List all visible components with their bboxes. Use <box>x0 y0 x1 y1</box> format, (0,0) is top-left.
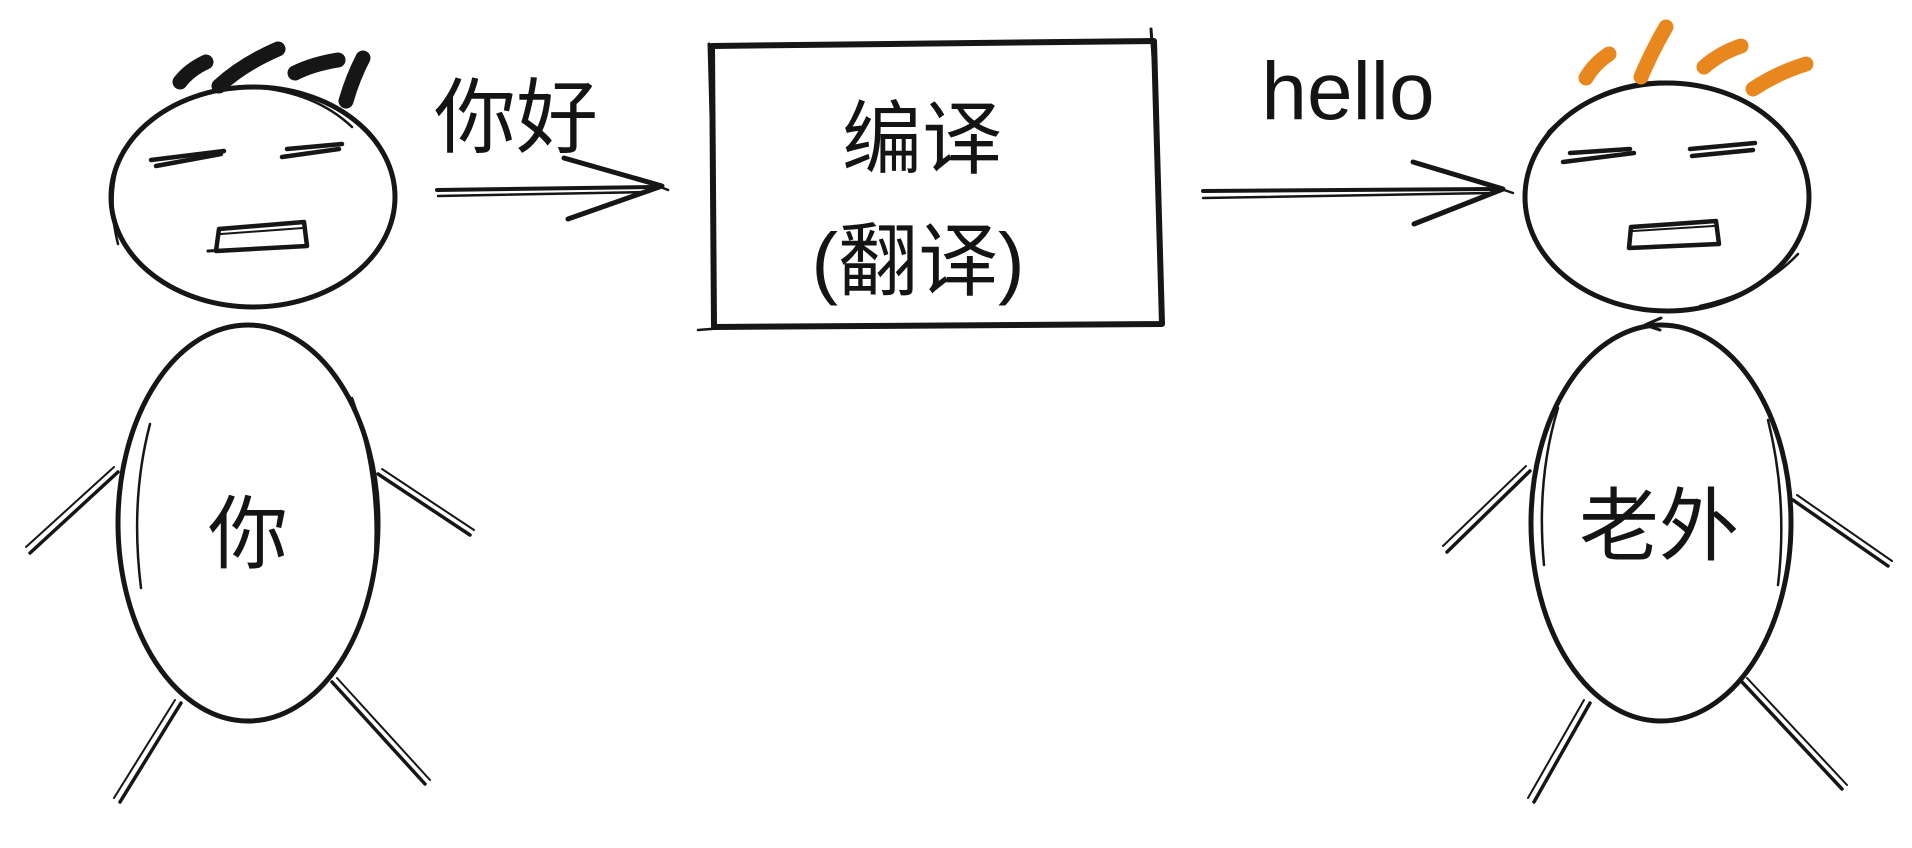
left-person-right-arm <box>376 472 472 537</box>
left-person-left-leg-double <box>113 699 176 799</box>
left-person-left-arm <box>28 470 120 555</box>
arrow-shaft <box>435 185 657 192</box>
right-hair-strokes-icon <box>1578 19 1814 97</box>
right-person-right-leg <box>1740 680 1844 791</box>
left-person-head <box>108 41 398 310</box>
right-body-sketch-line <box>1540 406 1560 567</box>
right-person <box>1442 19 1893 804</box>
arrow-tip-flick <box>646 180 670 192</box>
translator-box <box>696 27 1165 332</box>
mouth-rect <box>1626 218 1722 251</box>
hair-stroke <box>1745 56 1814 97</box>
right-body-neck-doodle <box>1643 316 1663 332</box>
translator-box-line2: (翻译) <box>811 217 1024 306</box>
mouth-rect <box>213 219 310 254</box>
left-person-right-leg <box>330 680 427 786</box>
left-body-sketch-line2 <box>135 422 152 590</box>
left-person-right-arm-double <box>381 468 475 531</box>
eye-line <box>1567 146 1633 156</box>
arrow-box-to-right-icon <box>1201 159 1515 227</box>
left-person-left-arm-double <box>25 466 115 548</box>
right-person-left-leg <box>1532 701 1592 804</box>
eye-line <box>153 151 224 169</box>
box-corner-overshoot <box>1149 27 1158 102</box>
right-head-sketch-line <box>1546 80 1686 134</box>
arrow-head <box>561 155 665 222</box>
box-outline <box>709 38 1165 330</box>
mouth-sketch-line <box>1632 225 1715 232</box>
left-person-right-leg-double <box>336 677 431 781</box>
right-person-body <box>1442 316 1893 804</box>
hair-stroke <box>1633 19 1674 85</box>
mouth-sketch-line <box>220 227 304 235</box>
hair-stroke <box>1696 38 1749 75</box>
right-body-sketch-line2 <box>1766 418 1783 587</box>
right-person-right-arm <box>1791 498 1890 568</box>
arrow-tip-flick <box>1484 182 1515 195</box>
mouth-tick <box>206 248 228 253</box>
arrow-shaft <box>1201 187 1495 193</box>
arrow-shaft-double <box>436 190 651 198</box>
eye-line <box>148 148 227 163</box>
arrow-shaft-double <box>1201 191 1492 200</box>
right-person-left-leg-double <box>1527 699 1585 799</box>
box-corner-overshoot2 <box>707 42 713 118</box>
left-head-sketch-line2 <box>248 85 354 129</box>
right-person-left-arm-double <box>1442 465 1527 547</box>
translator-box-line1: 编译 <box>842 95 1002 184</box>
right-head-circle <box>1522 80 1812 314</box>
left-person <box>25 41 475 804</box>
left-speech-label: 你好 <box>434 73 598 164</box>
left-person-left-leg <box>118 701 183 804</box>
eye-line <box>284 141 345 152</box>
left-person-body <box>25 322 475 804</box>
left-body-oval <box>115 322 381 724</box>
right-person-left-arm <box>1445 469 1532 554</box>
box-corner-tick <box>696 325 738 332</box>
left-head-circle <box>108 84 398 310</box>
right-person-name-label: 老外 <box>1579 482 1739 571</box>
left-closed-eyes-icon <box>148 141 345 169</box>
left-body-sketch-line <box>350 396 377 572</box>
right-speech-label: hello <box>1261 46 1434 137</box>
right-closed-eyes-icon <box>1560 140 1758 165</box>
hair-stroke <box>211 41 286 94</box>
ink-strokes <box>25 19 1893 804</box>
hair-stroke <box>1578 46 1617 86</box>
right-person-head <box>1522 19 1814 314</box>
right-head-sketch-line2 <box>1698 252 1800 308</box>
left-mouth-icon <box>206 219 310 254</box>
eye-line <box>1689 147 1756 159</box>
eye-line <box>1560 150 1637 165</box>
right-body-oval <box>1528 322 1794 724</box>
left-person-name-label: 你 <box>208 490 288 579</box>
hair-stroke <box>287 52 346 81</box>
right-person-right-arm-double <box>1796 494 1893 562</box>
hair-stroke <box>338 50 371 109</box>
arrow-left-to-box-icon <box>435 155 670 222</box>
left-hair-strokes-icon <box>172 41 371 109</box>
eye-line <box>279 146 342 160</box>
eye-line <box>1687 140 1758 152</box>
hair-stroke <box>172 54 214 90</box>
right-person-right-leg-double <box>1746 677 1848 786</box>
right-mouth-icon <box>1626 218 1722 251</box>
left-head-sketch-line <box>111 148 125 246</box>
